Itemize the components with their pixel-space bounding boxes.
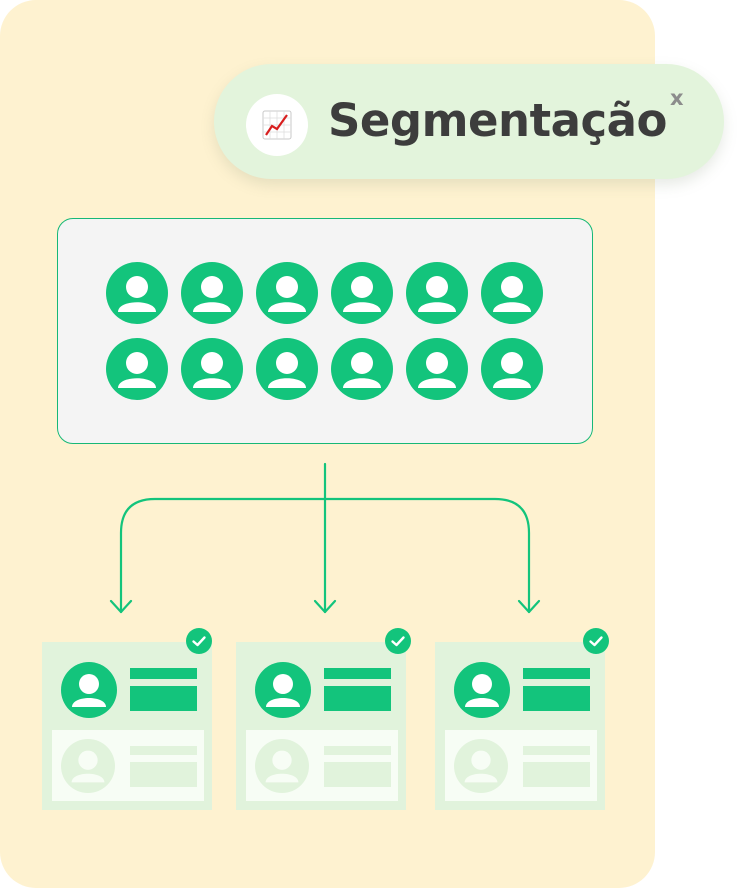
right-arrow-line — [323, 497, 531, 614]
badge-title: Segmentação — [328, 94, 667, 147]
segment-card — [42, 642, 212, 810]
faded-record — [52, 730, 204, 801]
user-icon — [106, 338, 168, 400]
user-icon — [454, 662, 510, 718]
faded-name-bar — [130, 746, 197, 755]
user-icon — [181, 338, 243, 400]
left-arrow-line — [119, 497, 327, 614]
user-icon — [454, 739, 508, 793]
detail-bar — [130, 686, 197, 711]
user-icon — [61, 739, 115, 793]
user-icon — [181, 262, 243, 324]
segment-card — [435, 642, 605, 810]
segment-card — [236, 642, 406, 810]
faded-name-bar — [523, 746, 590, 755]
faded-name-bar — [324, 746, 391, 755]
faded-detail-bar — [130, 762, 197, 787]
name-bar — [324, 668, 391, 679]
user-icon — [106, 262, 168, 324]
user-icon — [481, 262, 543, 324]
detail-bar — [523, 686, 590, 711]
center-arrow-head — [313, 599, 337, 614]
faded-record — [246, 730, 398, 801]
left-arrow-head — [109, 599, 133, 614]
customer-group-box — [57, 218, 593, 444]
right-arrow-head — [517, 599, 541, 614]
check-icon — [385, 628, 411, 654]
user-icon — [331, 338, 393, 400]
check-icon — [583, 628, 609, 654]
name-bar — [130, 668, 197, 679]
faded-record — [445, 730, 597, 801]
check-icon — [186, 628, 212, 654]
user-icon — [255, 662, 311, 718]
user-icon — [255, 739, 309, 793]
segmentation-badge: Segmentação x — [214, 64, 724, 179]
faded-detail-bar — [523, 762, 590, 787]
user-icon — [256, 262, 318, 324]
user-icon — [256, 338, 318, 400]
user-icon — [406, 338, 468, 400]
user-icon — [61, 662, 117, 718]
user-icon — [406, 262, 468, 324]
detail-bar — [324, 686, 391, 711]
faded-detail-bar — [324, 762, 391, 787]
close-button[interactable]: x — [670, 86, 684, 110]
user-icon — [331, 262, 393, 324]
user-icon — [481, 338, 543, 400]
name-bar — [523, 668, 590, 679]
chart-increasing-icon — [246, 94, 308, 156]
